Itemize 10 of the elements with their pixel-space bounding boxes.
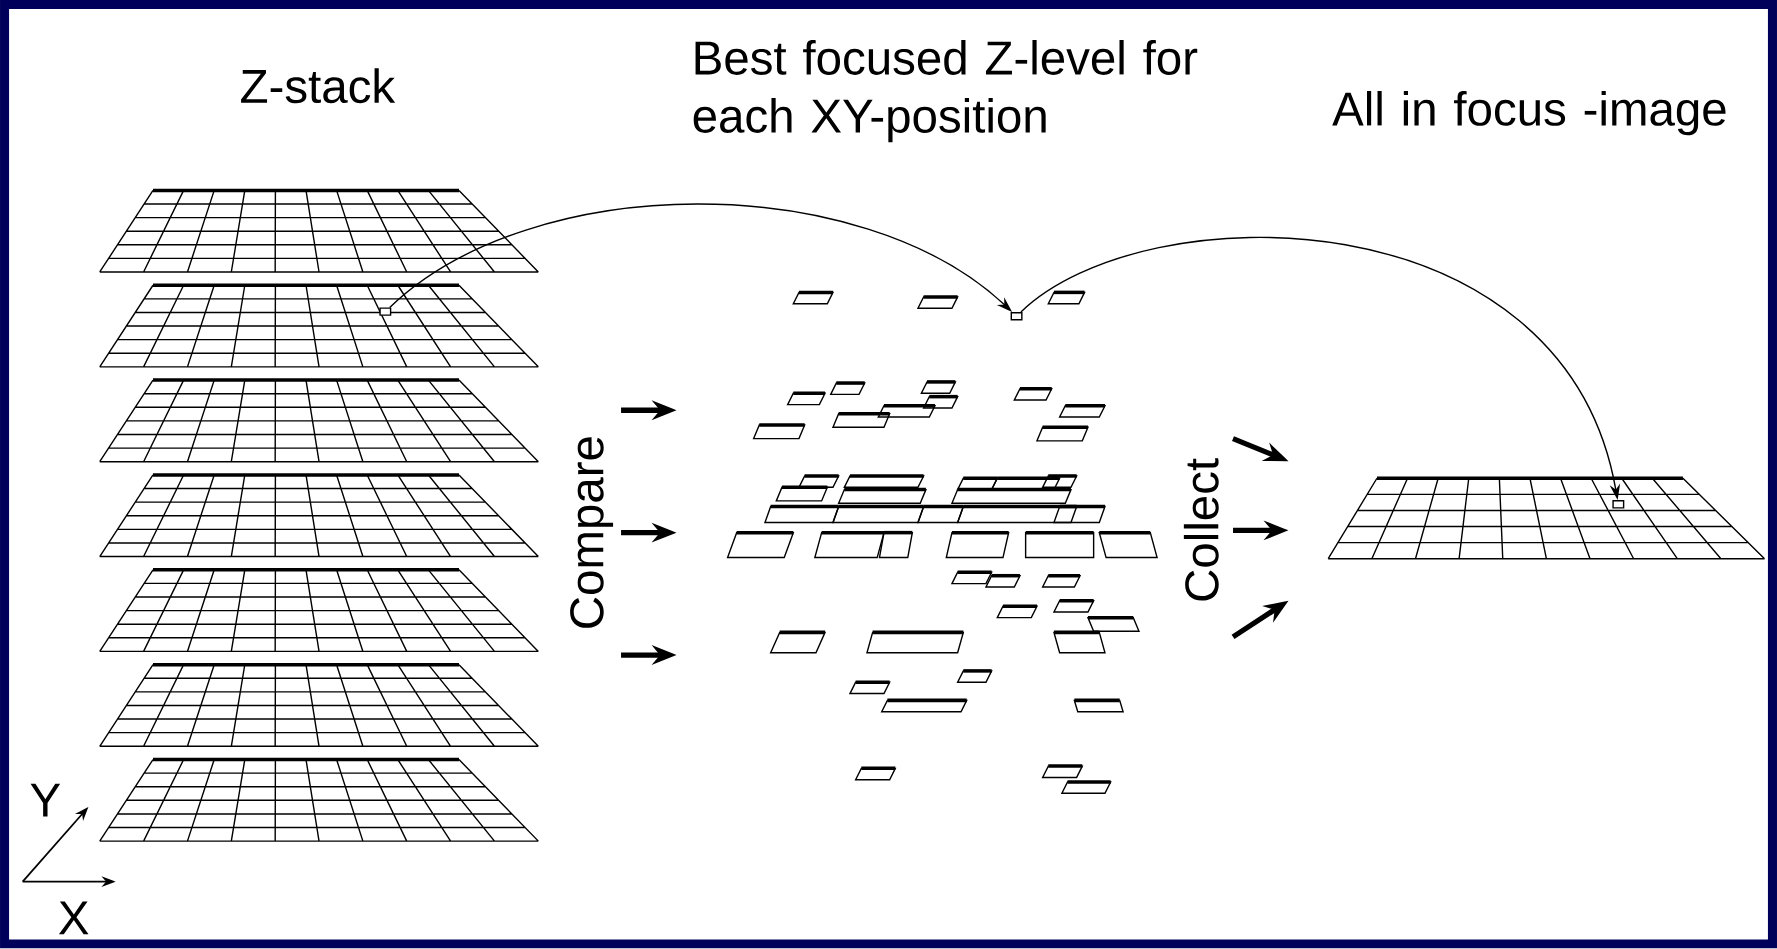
heading: Best focused Z-level for each XY-position — [693, 40, 1198, 143]
rotated-label: Collect — [1183, 458, 1219, 601]
highlighted-cell — [379, 307, 392, 317]
highlighted-cell — [1612, 500, 1625, 509]
heading: All in focus -image — [1332, 91, 1726, 136]
axis-label: X — [58, 901, 89, 935]
axis-label: Y — [30, 784, 61, 817]
rotated-label: Compare — [570, 437, 614, 629]
highlighted-cell — [1010, 312, 1023, 321]
heading: Z-stack — [241, 68, 396, 104]
